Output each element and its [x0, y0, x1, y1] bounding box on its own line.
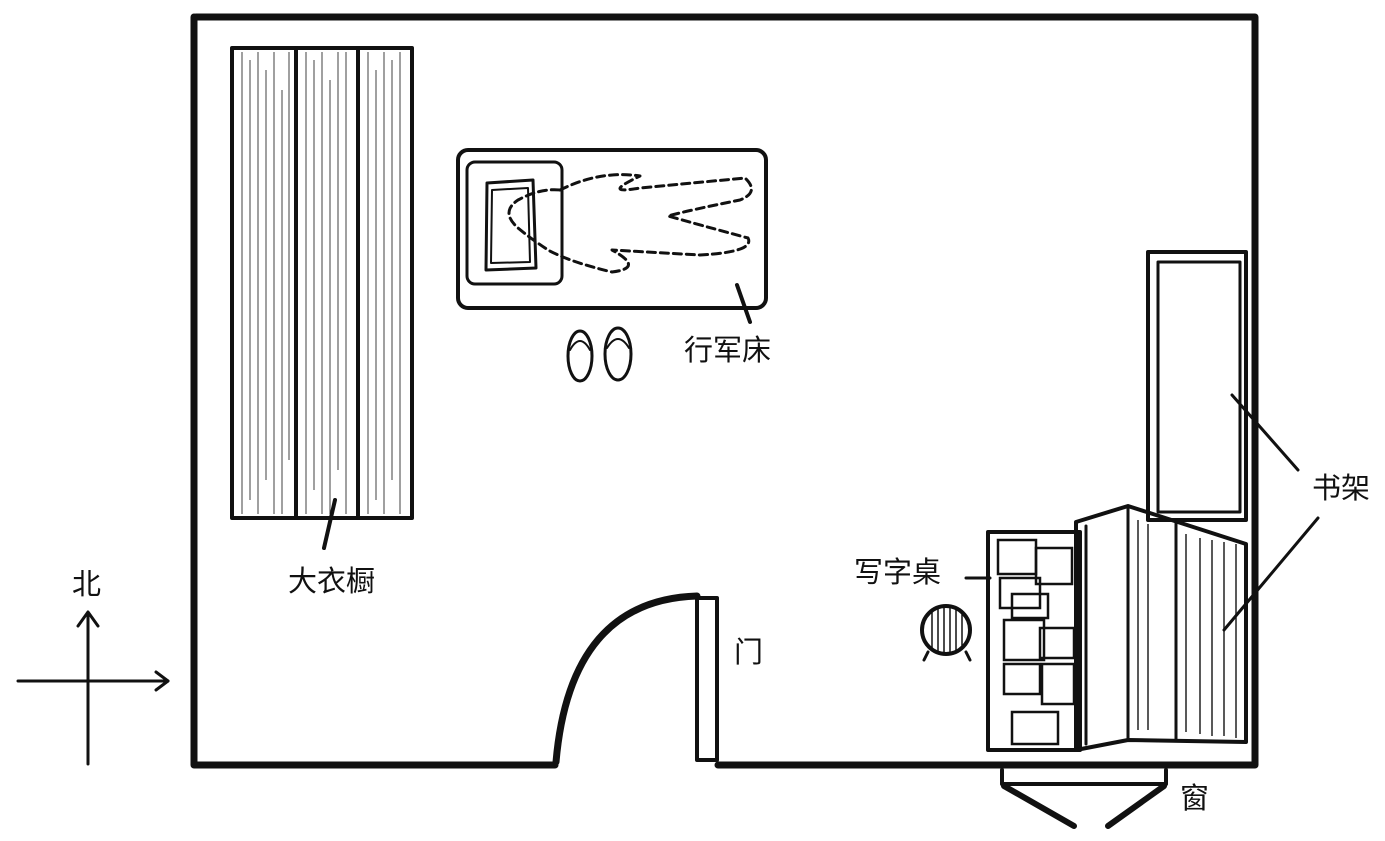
- door-label: 门: [734, 635, 764, 669]
- wardrobe-label: 大衣橱: [288, 564, 376, 598]
- north-label: 北: [72, 567, 102, 601]
- window: [1000, 768, 1168, 829]
- bookshelf-upper: [1146, 250, 1300, 522]
- bookshelf-lower: [1074, 504, 1320, 752]
- compass-arrows-icon: [16, 610, 170, 766]
- desk: [964, 530, 1082, 752]
- room-walls: [190, 13, 1259, 769]
- door: [552, 592, 719, 766]
- slippers-icon: [566, 326, 633, 383]
- window-label: 窗: [1180, 781, 1210, 815]
- cot: [456, 148, 768, 324]
- bookshelf-label: 书架: [1312, 471, 1371, 505]
- stool: [920, 604, 972, 662]
- wardrobe: [230, 46, 414, 550]
- desk-label: 写字桌: [854, 555, 942, 589]
- cot-label: 行军床: [684, 333, 772, 367]
